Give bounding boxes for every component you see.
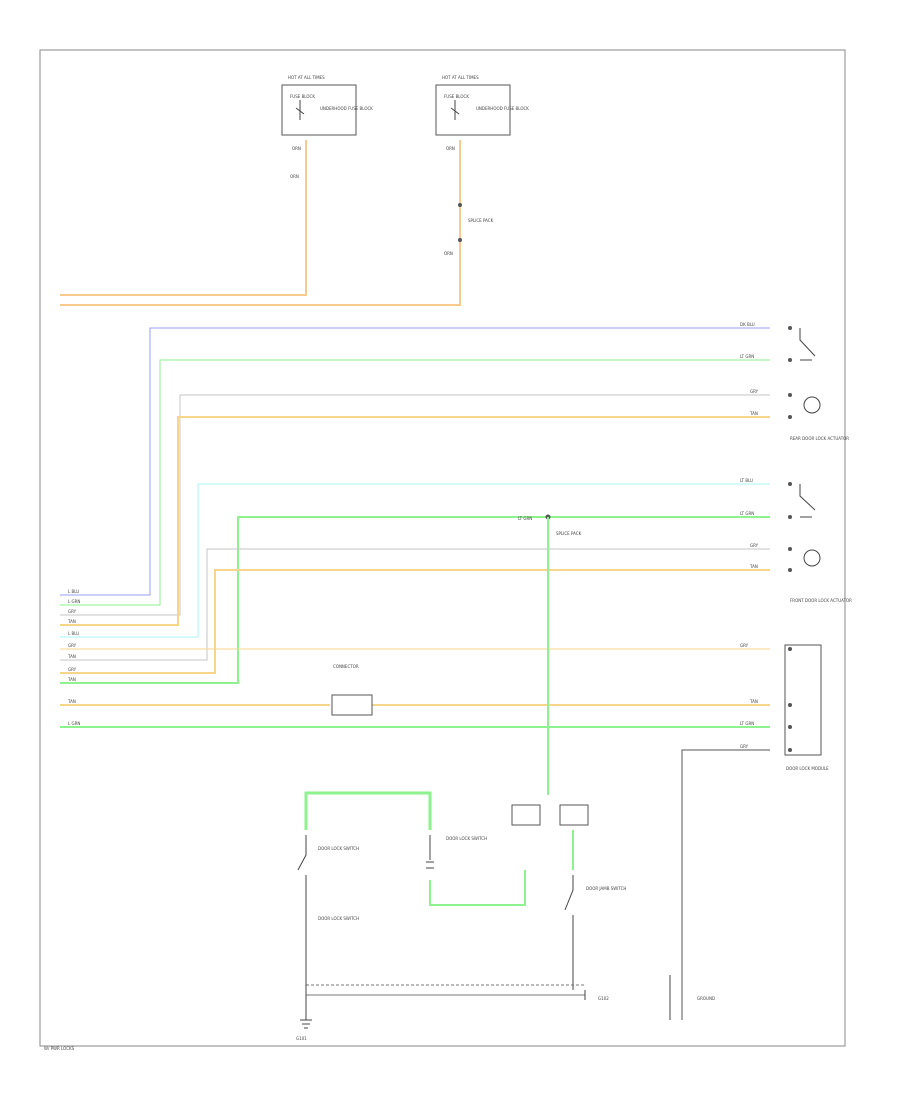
wire-tan-1 xyxy=(60,416,770,626)
fuse-block-right: HOT AT ALL TIMES FUSE BLOCK UNDERHOOD FU… xyxy=(435,75,529,151)
right-label-10: TAN xyxy=(749,699,758,704)
right-label-8: TAN xyxy=(749,564,758,569)
wire-label-orn: ORN xyxy=(290,174,299,179)
fuse-right-name: FUSE BLOCK xyxy=(444,94,469,99)
right-label-9: GRY xyxy=(740,643,749,648)
wire-orange-right xyxy=(60,140,461,306)
wire-cyan xyxy=(60,483,770,638)
splice-top: SPLICE PACK xyxy=(458,203,494,242)
wire-green-1 xyxy=(60,359,770,606)
door-lock-switch-left: DOOR LOCK SWITCH DOOR LOCK SWITCH xyxy=(297,835,359,940)
left-label-2: L GRN xyxy=(68,599,80,604)
ground-left-label: G101 xyxy=(296,1036,307,1041)
switch-right-label: DOOR JAMB SWITCH xyxy=(586,886,626,891)
fuse-block-left: HOT AT ALL TIMES FUSE BLOCK UNDERHOOD FU… xyxy=(281,75,373,151)
right-label-7: GRY xyxy=(750,543,759,548)
ground-far-label: GROUND xyxy=(697,996,715,1001)
wire-blue xyxy=(60,327,770,596)
inline-connector-label: CONNECTOR xyxy=(333,664,359,669)
mid-green-label: LT GRN xyxy=(518,516,532,521)
wire-dark-module xyxy=(681,749,770,1020)
left-label-5: L BLU xyxy=(68,631,79,636)
right-label-6: LT GRN xyxy=(740,511,754,516)
fuse-right-desc: UNDERHOOD FUSE BLOCK xyxy=(476,106,529,111)
door-lock-switch-mid: DOOR LOCK SWITCH xyxy=(426,835,487,869)
bottom-note: W/ PWR LOCKS xyxy=(44,1046,75,1051)
door-jamb-switch: DOOR JAMB SWITCH xyxy=(564,875,626,990)
right-label-3: GRY xyxy=(750,389,759,394)
module-label: DOOR LOCK MODULE xyxy=(786,766,829,771)
front-door-actuator: FRONT DOOR LOCK ACTUATOR xyxy=(788,547,852,603)
wire-gray-2 xyxy=(60,548,770,661)
left-label-7: TAN xyxy=(67,654,76,659)
right-label-12: GRY xyxy=(740,744,749,749)
connector-boxes xyxy=(511,804,589,826)
door-lock-module: DOOR LOCK MODULE xyxy=(784,644,829,771)
rear-door-actuator: REAR DOOR LOCK ACTUATOR xyxy=(788,393,849,441)
splice-mid-label: SPLICE PACK xyxy=(556,531,582,536)
fuse-right-pin: ORN xyxy=(446,146,455,151)
fuse-left-name: FUSE BLOCK xyxy=(290,94,315,99)
right-label-1: DK BLU xyxy=(740,322,755,327)
diagram-frame xyxy=(39,49,846,1047)
switch-left-label2: DOOR LOCK SWITCH xyxy=(318,916,359,921)
switch-left-label: DOOR LOCK SWITCH xyxy=(318,846,359,851)
front-actuator-label: FRONT DOOR LOCK ACTUATOR xyxy=(790,598,852,603)
wire-green-bottom xyxy=(304,791,432,830)
inline-connector: CONNECTOR xyxy=(331,664,373,716)
wire-green-bottom2 xyxy=(429,870,526,906)
left-label-4: TAN xyxy=(67,619,76,624)
right-label-5: LT BLU xyxy=(740,478,753,483)
ground-right-label: G102 xyxy=(598,996,609,1001)
left-label-10: TAN xyxy=(67,699,76,704)
right-label-4: TAN xyxy=(749,411,758,416)
wire-label-orn2: ORN xyxy=(444,251,453,256)
wire-tan-2 xyxy=(60,569,770,674)
fuse-right-header: HOT AT ALL TIMES xyxy=(442,75,479,80)
left-label-9: TAN xyxy=(67,677,76,682)
switch-mid-label: DOOR LOCK SWITCH xyxy=(446,836,487,841)
wire-gray-1 xyxy=(60,394,770,616)
left-label-6: GRY xyxy=(68,643,77,648)
left-label-1: L BLU xyxy=(68,589,79,594)
ground-left: G101 xyxy=(296,940,312,1041)
rear-actuator-label: REAR DOOR LOCK ACTUATOR xyxy=(790,436,849,441)
splice-top-label: SPLICE PACK xyxy=(468,218,494,223)
wire-orange-left xyxy=(60,140,307,296)
wire-green-2 xyxy=(60,516,770,684)
left-label-8: GRY xyxy=(68,667,77,672)
fuse-left-header: HOT AT ALL TIMES xyxy=(288,75,325,80)
fuse-left-desc: UNDERHOOD FUSE BLOCK xyxy=(320,106,373,111)
rear-door-switch xyxy=(788,326,816,362)
ground-right: G102 xyxy=(584,990,609,1001)
right-label-11: LT GRN xyxy=(740,721,754,726)
ground-far: GROUND xyxy=(669,975,715,1020)
left-label-3: GRY xyxy=(68,609,77,614)
right-label-2: LT GRN xyxy=(740,354,754,359)
front-door-switch xyxy=(788,482,816,519)
left-label-11: L GRN xyxy=(68,721,80,726)
fuse-left-pin: ORN xyxy=(292,146,301,151)
